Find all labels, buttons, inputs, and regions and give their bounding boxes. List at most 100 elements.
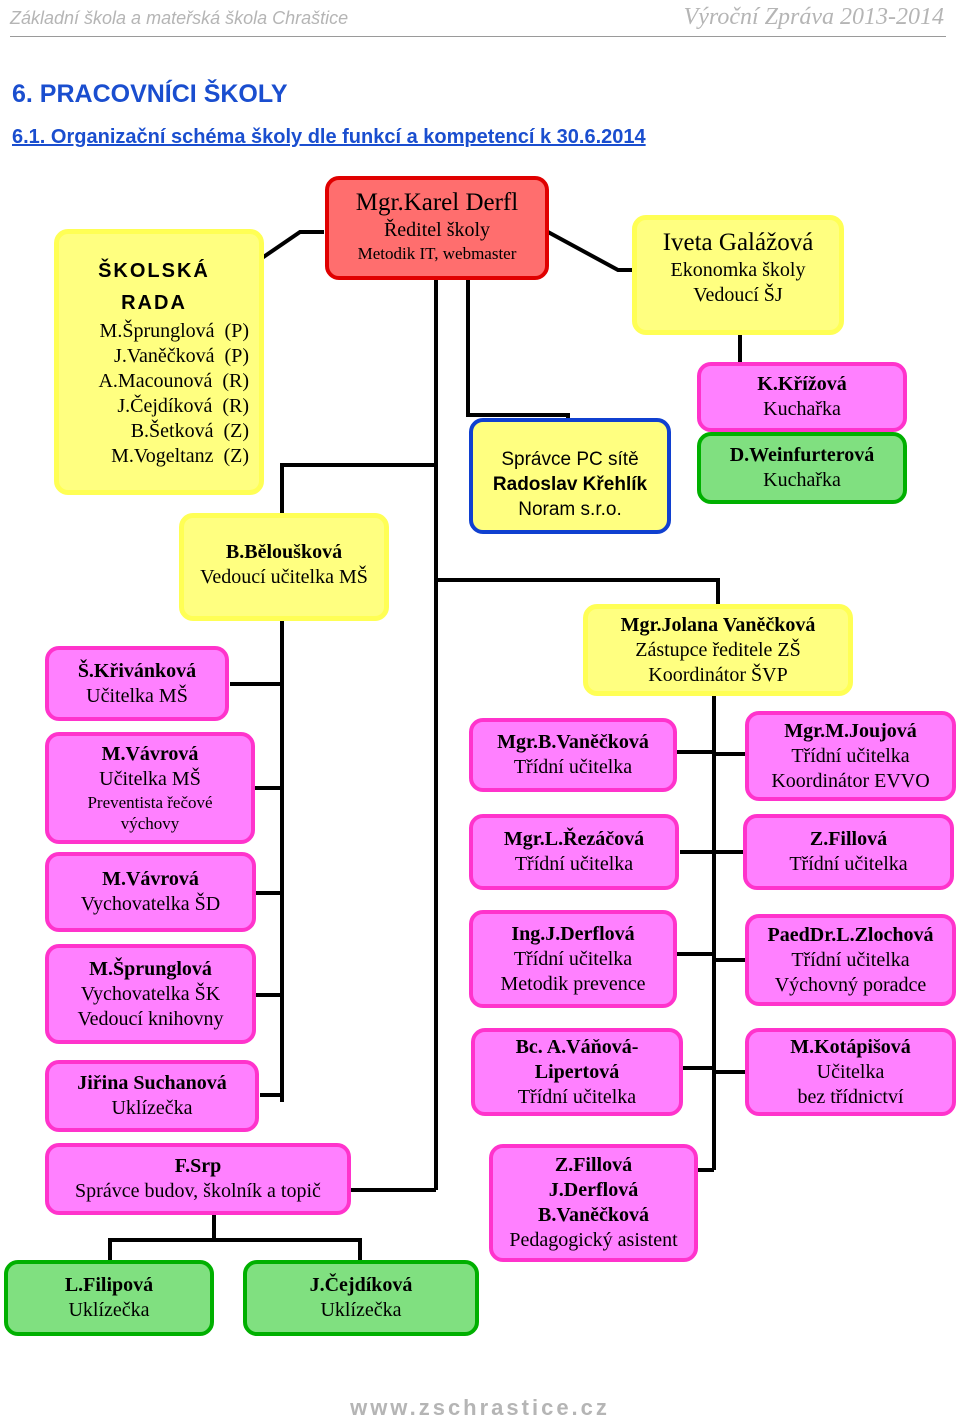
assistant-role: Pedagogický asistent [509,1229,678,1251]
teacher-joujova-name: Mgr.M.Joujová [784,719,917,742]
council-member: J.Vaněčková (P) [114,345,249,367]
cleaner-cejdikova-box: J.Čejdíková Uklízečka [243,1260,479,1336]
assistant-box: Z.Fillová J.Derflová B.Vaněčková Pedagog… [489,1144,698,1262]
teacher-zlochova-name: PaedDr.L.Zlochová [767,923,934,946]
council-member: A.Macounová (R) [98,370,249,392]
footer-url: www.zschrastice.cz [350,1395,610,1420]
deputy-extra: Koordinátor ŠVP [648,663,788,686]
teacher-vanova-name: Bc. A.Váňová- [515,1035,639,1058]
teacher-zlochova-role: Třídní učitelka [791,948,910,971]
cook-krizova-name: K.Křížová [757,373,847,395]
connector-director-economist [547,230,635,272]
teacher-joujova-extra: Koordinátor EVVO [771,769,930,792]
assistant-name: B.Vaněčková [538,1204,649,1226]
teacher-fillova-role: Třídní učitelka [789,853,908,875]
teacher-rezacova-box: Mgr.L.Řezáčová Třídní učitelka [469,814,679,890]
educator-sk-extra: Vedoucí knihovny [77,1007,224,1030]
educator-sk-box: M.Šprunglová Vychovatelka ŠK Vedoucí kni… [45,944,256,1044]
section-heading: 6. PRACOVNÍCI ŠKOLY [12,80,288,108]
cook-weinfurterova-name: D.Weinfurterová [729,444,875,466]
economist-name: Iveta Galážová [662,229,814,256]
teacher-fillova-name: Z.Fillová [809,828,888,850]
director-extra: Metodik IT, webmaster [357,244,517,263]
school-council-box: ŠKOLSKÁ RADA M.Šprunglová (P) J.Vaněčkov… [54,229,264,495]
teacher-vavrova-role: Učitelka MŠ [99,768,201,790]
teacher-derflova-box: Ing.J.Derflová Třídní učitelka Metodik p… [469,910,677,1008]
deputy-name: Mgr.Jolana Vaněčková [620,613,816,636]
economist-box: Iveta Galážová Ekonomka školy Vedoucí ŠJ [632,215,844,335]
teacher-kotapisova-role: Učitelka [816,1060,885,1083]
header-report-title: Výroční Zpráva 2013-2014 [683,4,944,30]
teacher-vavrova-name: M.Vávrová [101,743,199,765]
pc-admin-box: Správce PC sítě Radoslav Křehlík Noram s… [469,418,671,534]
teacher-rezacova-name: Mgr.L.Řezáčová [503,828,645,850]
teacher-zlochova-extra: Výchovný poradce [774,973,927,996]
council-member: M.Vogeltanz (Z) [111,445,249,467]
connector-director-council [260,230,324,260]
ms-head-role: Vedoucí učitelka MŠ [200,566,368,588]
teacher-vanova-role: Třídní učitelka [517,1085,637,1108]
director-role: Ředitel školy [383,219,491,241]
deputy-box: Mgr.Jolana Vaněčková Zástupce ředitele Z… [583,604,853,696]
cleaner-filipova-name: L.Filipová [64,1274,154,1296]
teacher-derflova-role: Třídní učitelka [513,947,633,970]
pc-admin-role: Správce PC sítě [501,448,639,470]
teacher-krivankova-role: Učitelka MŠ [86,684,188,707]
cook-krizova-role: Kuchařka [763,398,841,420]
header-divider [10,36,946,37]
teacher-derflova-extra: Metodik prevence [500,972,646,995]
teacher-kotapisova-box: M.Kotápišová Učitelka bez třídnictví [745,1028,956,1116]
connector-director-deputy [436,578,720,606]
subsection-heading: 6.1. Organizační schéma školy dle funkcí… [12,126,646,148]
director-box: Mgr.Karel Derfl Ředitel školy Metodik IT… [325,176,549,280]
council-title: ŠKOLSKÁ RADA [98,260,210,314]
teacher-derflova-name: Ing.J.Derflová [511,922,635,945]
economist-role: Ekonomka školy [670,259,806,281]
connector-srp-cleaners [108,1214,216,1262]
cleaner-suchanova-role: Uklízečka [111,1097,193,1119]
educator-sk-role: Vychovatelka ŠK [80,982,221,1005]
teacher-vavrova-box: M.Vávrová Učitelka MŠ Preventista řečové… [45,732,255,844]
deputy-role: Zástupce ředitele ZŠ [635,638,801,661]
teacher-vaneckova-role: Třídní učitelka [513,756,633,778]
educator-sd-name: M.Vávrová [102,868,199,890]
assistant-name: Z.Fillová [554,1154,633,1176]
header-school-name: Základní škola a mateřská škola Chraštic… [10,8,349,28]
teacher-krivankova-name: Š.Křivánková [77,659,197,682]
educator-sd-role: Vychovatelka ŠD [80,893,221,915]
teacher-joujova-box: Mgr.M.Joujová Třídní učitelka Koordináto… [745,711,956,801]
teacher-krivankova-box: Š.Křivánková Učitelka MŠ [45,646,229,721]
director-name: Mgr.Karel Derfl [355,189,519,216]
council-member: J.Čejdíková (R) [117,395,249,417]
teacher-vaneckova-name: Mgr.B.Vaněčková [497,731,649,753]
cook-weinfurterova-box: D.Weinfurterová Kuchařka [697,432,907,504]
cleaner-filipova-box: L.Filipová Uklízečka [4,1260,214,1336]
cook-krizova-box: K.Křížová Kuchařka [697,362,907,432]
teacher-vaneckova-box: Mgr.B.Vaněčková Třídní učitelka [469,718,677,792]
teacher-kotapisova-name: M.Kotápišová [790,1035,911,1058]
ms-head-name: B.Běloušková [225,541,343,563]
teacher-vanova-name: Lipertová [534,1060,620,1083]
connector-director-pc [466,260,570,420]
council-member: B.Šetková (Z) [130,420,249,442]
cleaner-cejdikova-name: J.Čejdíková [309,1274,413,1296]
connector-srp-cleaner2 [214,1238,362,1262]
ms-head-box: B.Běloušková Vedoucí učitelka MŠ [179,513,389,621]
cleaner-cejdikova-role: Uklízečka [320,1299,402,1321]
teacher-fillova-box: Z.Fillová Třídní učitelka [743,814,954,890]
cleaner-suchanova-name: Jiřina Suchanová [77,1072,227,1094]
teacher-vavrova-extra: výchovy [120,814,180,833]
caretaker-srp-name: F.Srp [174,1155,222,1177]
pc-admin-company: Noram s.r.o. [518,498,622,520]
teacher-joujova-role: Třídní učitelka [791,744,910,767]
educator-sd-box: M.Vávrová Vychovatelka ŠD [45,852,256,932]
caretaker-srp-box: F.Srp Správce budov, školník a topič [45,1143,351,1215]
educator-sk-name: M.Šprunglová [89,957,212,980]
teacher-kotapisova-extra: bez třídnictví [797,1085,904,1108]
pc-admin-name: Radoslav Křehlík [492,473,648,495]
teacher-rezacova-role: Třídní učitelka [514,853,634,875]
teacher-vavrova-extra: Preventista řečové [87,793,213,812]
cook-weinfurterova-role: Kuchařka [763,469,841,491]
teacher-vanova-box: Bc. A.Váňová- Lipertová Třídní učitelka [471,1028,683,1116]
